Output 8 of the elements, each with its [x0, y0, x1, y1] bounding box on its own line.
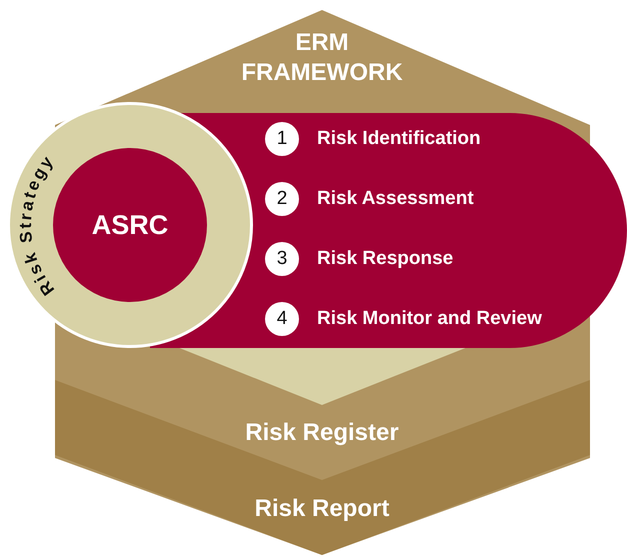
center-label: ASRC	[90, 209, 170, 242]
step-label: Risk Assessment	[317, 187, 474, 211]
band-label: Risk Report	[254, 494, 390, 524]
step-label: Risk Monitor and Review	[317, 307, 542, 331]
band-label: Risk Register	[244, 418, 400, 448]
step-label: Risk Response	[317, 247, 454, 271]
section-title: ERM FRAMEWORK	[240, 28, 404, 88]
step-label: Risk Identification	[317, 127, 481, 151]
